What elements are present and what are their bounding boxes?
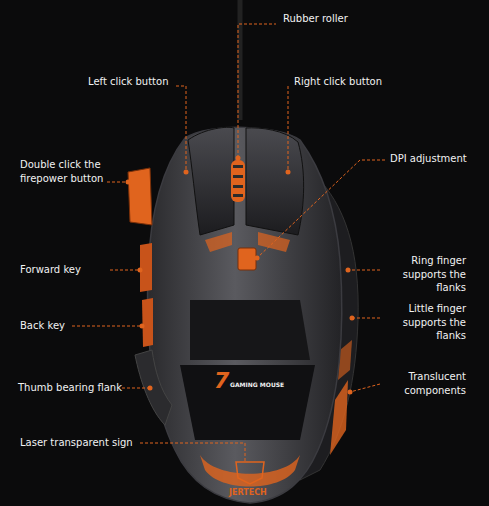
part-label: Rubber roller (283, 12, 348, 26)
part-label: Double click the firepower button (20, 158, 106, 185)
part-label: Forward key (20, 263, 81, 277)
part-label: Translucent components (371, 370, 466, 397)
logo-text: GAMING MOUSE (230, 381, 284, 389)
part-label: Thumb bearing flank (18, 381, 122, 395)
part-label: Laser transparent sign (20, 436, 133, 450)
part-label: Right click button (294, 75, 382, 89)
brand-text: JERTECH (229, 488, 267, 499)
part-label: DPI adjustment (390, 152, 467, 166)
part-label: Little finger supports the flanks (371, 302, 466, 343)
part-label: Back key (20, 319, 65, 333)
logo-number: 7 (214, 370, 229, 392)
part-label: Left click button (88, 75, 169, 89)
part-label: Ring finger supports the flanks (371, 254, 466, 295)
